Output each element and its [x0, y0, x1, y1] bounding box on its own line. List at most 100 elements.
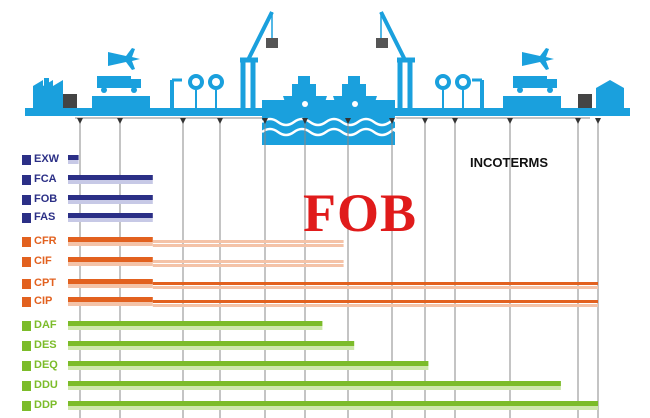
term-marker — [22, 295, 31, 307]
term-label-deq: DEQ — [22, 358, 58, 372]
term-code: DAF — [34, 319, 57, 331]
term-code: DES — [34, 339, 57, 351]
arrow-marker — [302, 118, 308, 124]
crane-icon — [240, 11, 274, 110]
term-bar-cif — [68, 257, 153, 262]
arrow-marker — [595, 118, 601, 124]
train-icon — [92, 96, 150, 113]
crate-icon — [63, 94, 77, 108]
term-code: DDU — [34, 379, 58, 391]
term-label-cif: CIF — [22, 254, 52, 268]
arrow-marker — [345, 118, 351, 124]
term-label-ddp: DDP — [22, 398, 57, 412]
term-marker — [22, 173, 31, 185]
term-bar-stripe — [68, 386, 561, 390]
term-label-daf: DAF — [22, 318, 57, 332]
ship-icon — [283, 76, 327, 114]
ship-icon — [333, 76, 377, 114]
term-marker — [22, 339, 31, 351]
term-marker — [22, 359, 31, 371]
term-bar-stripe — [68, 366, 429, 370]
truck-icon — [513, 76, 557, 93]
term-bar-tail — [152, 282, 599, 285]
arrow-marker — [389, 118, 395, 124]
airplane-icon — [108, 48, 140, 70]
term-bar-stripe — [68, 242, 153, 246]
crate-icon — [266, 38, 278, 48]
term-code: CPT — [34, 277, 56, 289]
term-bar-cfr — [68, 237, 153, 242]
arrow-marker — [217, 118, 223, 124]
term-bar-tail — [152, 264, 344, 267]
term-bar-tail — [152, 304, 599, 307]
term-marker — [22, 379, 31, 391]
term-marker — [22, 193, 31, 205]
train-icon — [503, 96, 561, 113]
arrow-marker — [575, 118, 581, 124]
header-label: INCOTERMS — [470, 155, 548, 170]
crate-icon — [376, 38, 388, 48]
term-bar-cpt — [68, 279, 153, 284]
water-icon — [261, 100, 398, 145]
term-bar-tail — [152, 244, 344, 247]
arrow-marker — [507, 118, 513, 124]
term-bar-stripe — [68, 262, 153, 266]
term-code: CIF — [34, 255, 52, 267]
term-bar-stripe — [68, 326, 323, 330]
term-code: CFR — [34, 235, 57, 247]
term-code: FOB — [34, 193, 58, 205]
term-bar-tail — [152, 300, 599, 303]
arrow-marker — [117, 118, 123, 124]
term-bar-daf — [68, 321, 323, 326]
crane-icon — [379, 11, 415, 110]
term-bar-ddu — [68, 381, 561, 386]
arrow-marker — [452, 118, 458, 124]
term-bar-tail — [152, 240, 344, 243]
term-label-fas: FAS — [22, 210, 55, 224]
term-bar-stripe — [68, 284, 153, 288]
term-bar-tail — [152, 260, 344, 263]
factory-icon — [33, 78, 63, 112]
term-marker — [22, 211, 31, 223]
term-code: FAS — [34, 211, 56, 223]
term-label-fob: FOB — [22, 192, 57, 206]
term-label-exw: EXW — [22, 152, 59, 166]
term-bar-stripe — [68, 200, 153, 204]
term-marker — [22, 319, 31, 331]
term-bar-fas — [68, 213, 153, 218]
term-label-cfr: CFR — [22, 234, 57, 248]
arrow-marker — [422, 118, 428, 124]
term-code: EXW — [34, 153, 60, 165]
term-marker — [22, 255, 31, 267]
term-code: CIP — [34, 295, 53, 307]
arrow-marker — [262, 118, 268, 124]
term-bar-exw — [68, 155, 79, 160]
term-marker — [22, 399, 31, 411]
airplane-icon — [522, 48, 554, 70]
term-label-fca: FCA — [22, 172, 57, 186]
term-bar-stripe — [68, 406, 598, 410]
truck-icon — [97, 76, 141, 93]
warehouse-icon — [596, 80, 624, 112]
term-bar-stripe — [68, 346, 355, 350]
customs-icon — [435, 74, 484, 110]
term-bar-cip — [68, 297, 153, 302]
term-code: FCA — [34, 173, 57, 185]
term-label-cpt: CPT — [22, 276, 56, 290]
term-bar-fca — [68, 175, 153, 180]
term-bar-fob — [68, 195, 153, 200]
term-label-ddu: DDU — [22, 378, 58, 392]
term-bar-des — [68, 341, 355, 346]
customs-icon — [170, 74, 224, 110]
term-bar-stripe — [68, 218, 153, 222]
crate-icon — [578, 94, 592, 108]
term-code: DDP — [34, 399, 58, 411]
term-marker — [22, 277, 31, 289]
term-bar-tail — [152, 286, 599, 289]
term-bar-stripe — [68, 180, 153, 184]
term-bar-stripe — [68, 302, 153, 306]
term-marker — [22, 153, 31, 165]
term-label-cip: CIP — [22, 294, 52, 308]
